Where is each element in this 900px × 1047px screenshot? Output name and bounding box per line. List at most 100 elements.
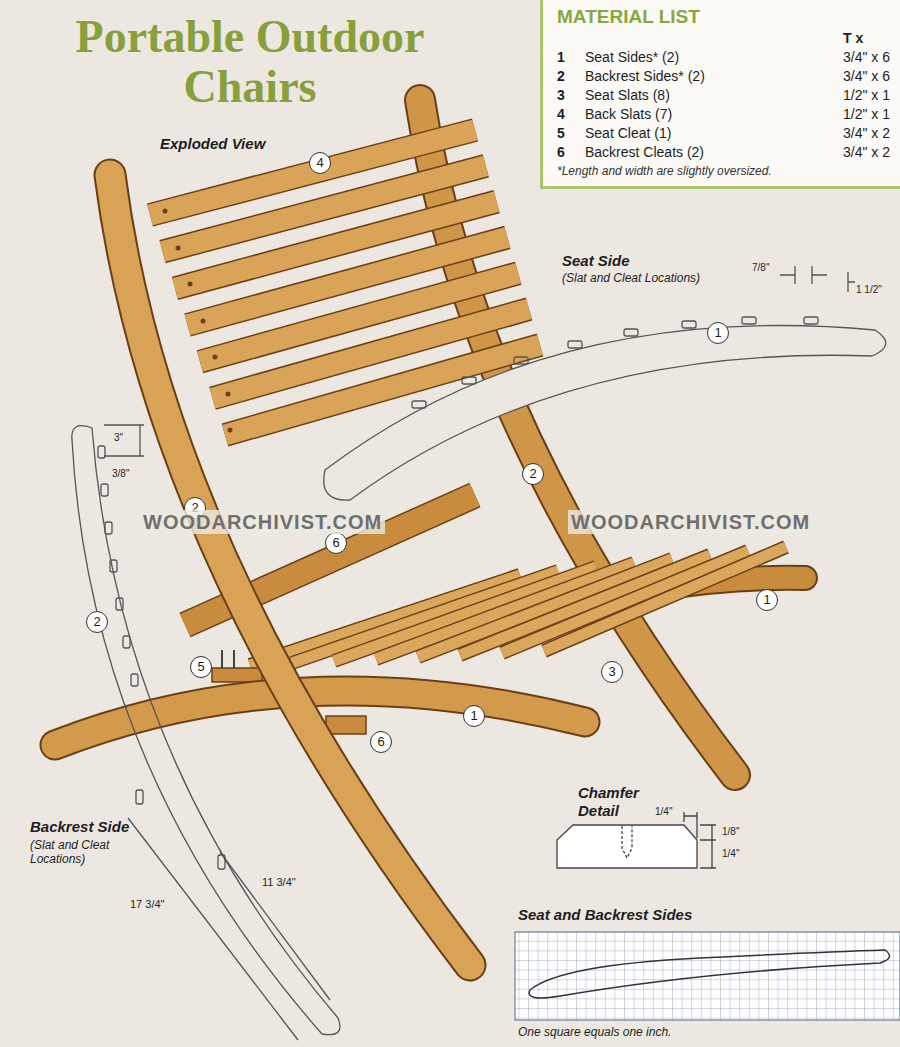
watermark: WOODARCHIVIST.COM [140,510,385,534]
material-list-panel: MATERIAL LIST T x 1 Seat Sides* (2) 3/4" x 6… [540,0,900,189]
dimension-line [104,425,144,456]
material-table: T x 1 Seat Sides* (2) 3/4" x 6 2 Backrest Sid… [557,30,890,160]
slat-notch [105,522,112,534]
table-cell: 3/4" x 6 [843,49,890,65]
slat-notch [624,329,638,336]
table-cell: Seat Sides* (2) [585,49,837,65]
backrest-cleat [326,716,366,734]
slat-notch [804,317,818,324]
slat-notch [101,484,108,496]
wood-outline [110,175,470,965]
slat-notch [462,377,476,384]
table-cell: Backrest Cleats (2) [585,144,837,160]
dimension-line [684,812,697,838]
table-spacer [557,30,579,46]
table-cell: 3/4" x 2 [843,125,890,141]
slat [544,547,786,651]
slat-notch [514,357,528,364]
dimension: 1/4" [655,806,672,818]
table-spacer [585,30,837,46]
dimension: 3" [114,432,123,444]
screw-hole [228,428,233,433]
table-header: T x [843,30,890,46]
table-cell: 1/2" x 1 [843,87,890,103]
pattern-note: One square equals one inch. [518,1025,671,1039]
screw-hole [622,826,632,858]
dimension: 11 3/4" [262,876,296,889]
dimension-line [700,825,716,868]
callout-number: 3 [601,661,623,683]
table-cell: Back Slats (7) [585,106,837,122]
screw-hole [213,355,218,360]
callout-number: 1 [463,705,485,727]
dimension: 17 3/4" [130,898,165,911]
table-cell: 3/4" x 2 [843,144,890,160]
title: Portable Outdoor Chairs [40,12,460,112]
screw [222,650,234,668]
table-heading: MATERIAL LIST [557,6,890,28]
table-cell: 1/2" x 1 [843,106,890,122]
dimension: 1/4" [722,848,739,860]
table-footnote: *Length and width are slightly oversized… [557,164,890,178]
table-cell: 1 [557,49,579,65]
slat-outline [502,551,748,653]
slat-notch [110,560,117,572]
table-cell: 5 [557,125,579,141]
callout-number: 1 [756,589,778,611]
table-cell: Seat Slats (8) [585,87,837,103]
callout-number: 1 [707,322,729,344]
dimension: 7/8" [752,262,769,274]
part-heading: Seat Side [562,252,630,270]
table-cell: Backrest Sides* (2) [585,68,837,84]
grid [515,932,900,1020]
dimension: 1 1/2" [856,284,882,296]
slat-notch [131,674,138,686]
watermark: WOODARCHIVIST.COM [568,510,813,534]
table-cell: 2 [557,68,579,84]
seat-slats [250,547,786,665]
slat-outline [544,547,786,651]
table-cell: 3/4" x 6 [843,68,890,84]
callout-number: 2 [522,463,544,485]
table-cell: Seat Cleat (1) [585,125,837,141]
side-profile [529,950,889,998]
backrest-side [110,175,470,965]
screw-hole [176,246,181,251]
screw-hole [163,209,168,214]
part-heading: Backrest Side [30,818,129,836]
slat-notch [116,598,123,610]
slat-notch [412,401,426,408]
table-cell: 3 [557,87,579,103]
slat-notch [568,341,582,348]
chamfer-detail [557,812,716,868]
screw-hole [188,282,193,287]
slat-notch [98,446,105,458]
dimension: 1/8" [722,826,739,838]
dimension-line [848,272,855,292]
part-subheading: (Slat and Cleat Locations) [562,271,700,285]
pattern-heading: Seat and Backrest Sides [518,906,692,924]
callout-number: 4 [309,152,331,174]
pattern-outline [324,326,886,501]
cleat-notch [136,790,143,804]
dimension: 3/8" [112,468,129,480]
callout-number: 6 [370,731,392,753]
seat-side-pattern [324,266,886,500]
detail-heading: Chamfer Detail [578,784,668,820]
chamfer-profile [557,825,697,868]
callout-number: 2 [86,611,108,633]
screw-hole [201,319,206,324]
wood-fill [110,175,470,965]
slat-notch [123,636,130,648]
seat-cleat [212,668,262,682]
slat-notch [742,317,756,324]
dimension-line [220,852,330,1000]
dimension-line [780,266,827,284]
screw-hole [226,392,231,397]
dimension-line [128,818,298,1040]
slat-notch [682,321,696,328]
grid-ground [515,932,900,1020]
table-cell: 4 [557,106,579,122]
table-cell: 6 [557,144,579,160]
view-label: Exploded View [160,135,265,153]
